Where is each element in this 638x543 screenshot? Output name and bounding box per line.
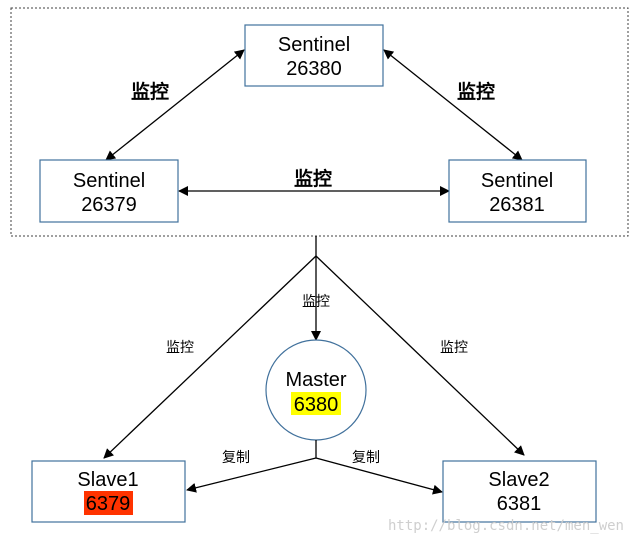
sentinel-26380-name: Sentinel <box>278 34 350 56</box>
arrow-cluster-to-slave1 <box>103 255 317 459</box>
sentinel-26379-node: Sentinel 26379 <box>39 159 179 223</box>
slave1-node: Slave1 6379 <box>31 460 186 523</box>
master-port: 6380 <box>294 394 339 416</box>
monitor-label-middle: 监控 <box>294 167 332 190</box>
replicate-label-slave2: 复制 <box>352 449 380 466</box>
sentinel-26381-name: Sentinel <box>481 170 553 192</box>
sentinel-26381-node: Sentinel 26381 <box>448 159 587 223</box>
sentinel-26379-name: Sentinel <box>73 170 145 192</box>
arrow-replicate-slave2 <box>315 457 443 495</box>
sentinel-26380-port: 26380 <box>286 58 342 80</box>
watermark-text: http://blog.csdn.net/men_wen <box>388 518 624 534</box>
arrow-cluster-to-slave2 <box>315 255 525 456</box>
slave1-name: Slave1 <box>77 469 138 491</box>
sentinel-26380-node: Sentinel 26380 <box>244 24 384 87</box>
monitor-label-slave2: 监控 <box>440 340 468 356</box>
monitor-label-master: 监控 <box>302 294 330 310</box>
arrow-top-right-sentinel <box>383 49 523 161</box>
replicate-label-slave1: 复制 <box>222 449 250 466</box>
sentinel-26381-port: 26381 <box>489 194 545 216</box>
monitor-label-top-left: 监控 <box>131 80 169 103</box>
slave2-port: 6381 <box>497 493 542 515</box>
arrow-top-left-sentinel <box>105 49 245 161</box>
sentinel-26379-port: 26379 <box>81 194 137 216</box>
sentinel-cluster-border <box>10 7 629 237</box>
slave1-port: 6379 <box>86 493 131 515</box>
slave1-port-highlight <box>84 491 133 515</box>
slave2-node: Slave2 6381 <box>442 460 597 523</box>
master-node: Master 6380 <box>265 339 367 441</box>
master-name: Master <box>285 369 346 391</box>
slave2-name: Slave2 <box>488 469 549 491</box>
monitor-label-top-right: 监控 <box>457 80 495 103</box>
master-port-highlight <box>291 392 341 415</box>
monitor-label-slave1: 监控 <box>166 340 194 356</box>
arrow-replicate-slave1 <box>186 457 317 493</box>
